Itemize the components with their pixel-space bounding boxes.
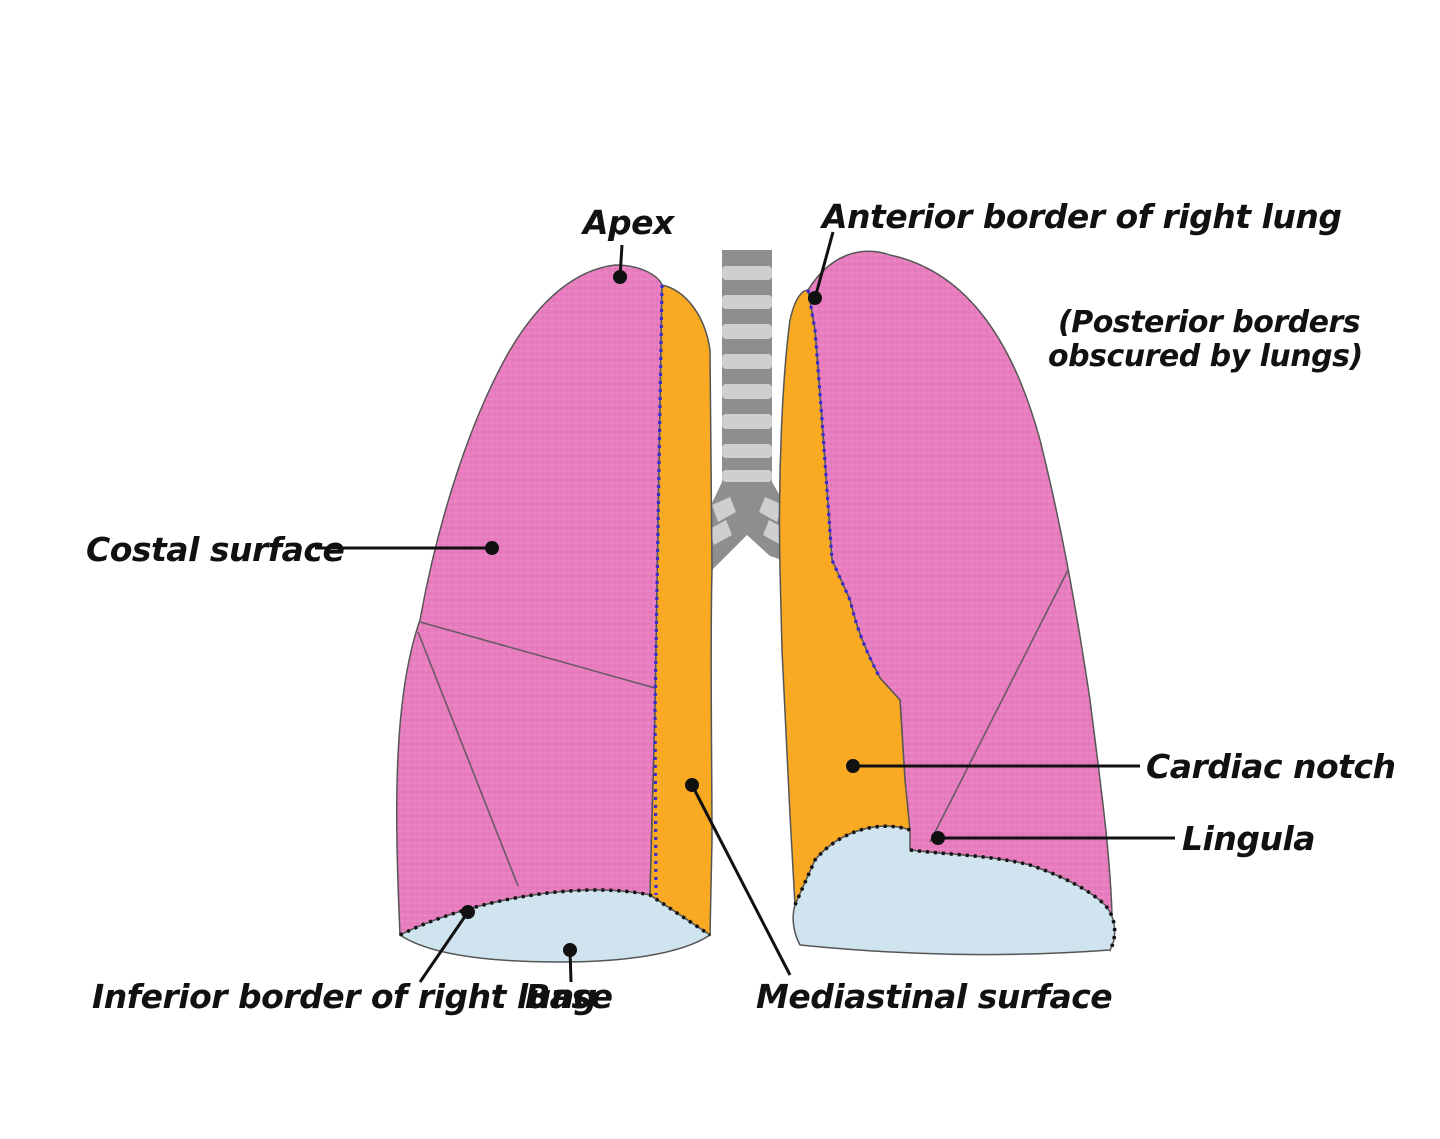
labels: Apex Anterior border of right lung (Post… (86, 197, 1396, 1016)
label-inferior-border: Inferior border of right lung (92, 977, 597, 1016)
label-mediastinal-surface: Mediastinal surface (756, 977, 1112, 1016)
label-cardiac-notch: Cardiac notch (1146, 747, 1396, 786)
label-apex: Apex (580, 203, 676, 242)
label-lingula: Lingula (1182, 819, 1315, 858)
anterior-border-right-lung (653, 284, 664, 896)
label-posterior-note-1: (Posterior borders (1058, 305, 1360, 340)
label-posterior-note-2: obscured by lungs) (1048, 339, 1363, 374)
left-lung (778, 250, 1117, 956)
left-lung-mediastinal-surface (778, 289, 911, 906)
horizontal-fissure (419, 621, 656, 689)
label-costal-surface: Costal surface (86, 530, 344, 569)
mediastinal-surface-leader (690, 784, 792, 976)
leader-lines (315, 231, 1175, 983)
cardiac-notch-dot (846, 759, 860, 773)
inferior-border-leader (418, 911, 470, 983)
tracheal-rings (708, 266, 787, 545)
label-anterior-border: Anterior border of right lung (819, 197, 1341, 236)
anterior-border-leader (813, 231, 835, 299)
left-oblique-fissure (929, 569, 1069, 843)
oblique-fissure (417, 631, 519, 887)
costal-surface-dot (485, 541, 499, 555)
anterior-border-dot (808, 291, 822, 305)
lingula-dot (931, 831, 945, 845)
right-lung (395, 264, 713, 963)
inferior-border-dot (461, 905, 475, 919)
anterior-border-left-lung (806, 289, 882, 679)
inferior-border-right-lung (399, 888, 711, 937)
trachea (703, 250, 794, 570)
label-base: Base (525, 977, 613, 1016)
base-dot (563, 943, 577, 957)
apex-dot (613, 270, 627, 284)
mediastinal-surface-dot (685, 778, 699, 792)
inferior-border-left-lung (793, 824, 1117, 951)
